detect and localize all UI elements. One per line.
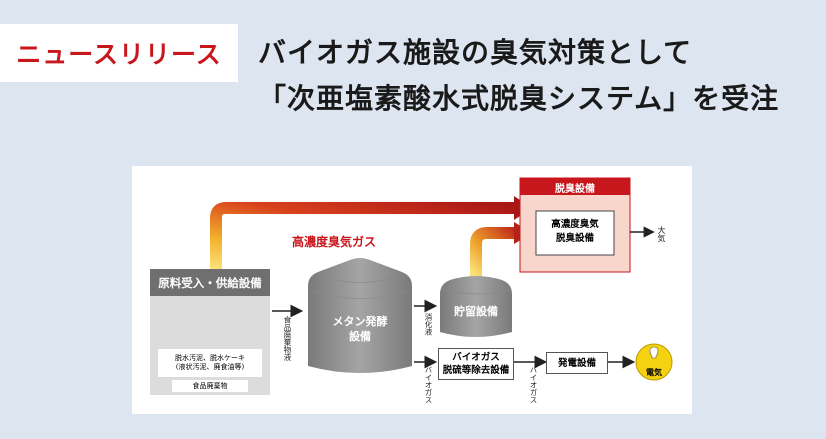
feed-facility: 原料受入・供給設備 脱水汚泥、脱水ケーキ (液状汚泥、廃食油等) 食品廃棄物 <box>150 269 270 395</box>
diagram-graphics <box>159 177 673 381</box>
deodor-unit-header <box>520 178 630 195</box>
atmosphere-label: 大気 <box>657 226 666 242</box>
biogas-flow-label-1: バイオガス <box>424 366 433 404</box>
digester-label: メタン発酵 設備 <box>320 314 400 344</box>
feed-note-line-2: (液状汚泥、廃食油等) <box>175 363 245 371</box>
storage-tank <box>440 276 512 337</box>
deodor-inner-line-1: 高濃度臭気 <box>551 219 599 230</box>
deodor-inner-label: 高濃度臭気 脱臭設備 <box>536 218 614 246</box>
desulf-line-1: バイオガス <box>452 352 500 363</box>
digester-label-line-1: メタン発酵 <box>332 315 388 328</box>
odor-gas-label: 高濃度臭気ガス <box>292 233 377 250</box>
power-label: 発電設備 <box>557 357 596 369</box>
electricity-bulb <box>635 343 673 381</box>
odor-pipe-main <box>210 202 517 269</box>
news-release-badge: ニュースリリース <box>0 24 238 82</box>
digestate-flow-label: 消化液 <box>424 313 433 336</box>
headline-line-2: 「次亜塩素酸水式脱臭システム」を受注 <box>258 82 780 115</box>
feed-facility-note: 脱水汚泥、脱水ケーキ (液状汚泥、廃食油等) <box>158 349 262 377</box>
headline-line-1: バイオガス施設の臭気対策として <box>258 36 693 69</box>
storage-label: 貯留設備 <box>454 305 498 318</box>
deodor-unit-title: 脱臭設備 <box>555 184 595 195</box>
digester-tank <box>308 258 412 373</box>
desulfurization-unit: バイオガス 脱硫等除去設備 <box>438 348 514 380</box>
feed-flow-label: 食品廃棄物液 <box>283 316 292 361</box>
desulf-line-2: 脱硫等除去設備 <box>442 365 510 376</box>
digester-label-line-2: 設備 <box>349 330 371 343</box>
feed-note-line-1: 脱水汚泥、脱水ケーキ <box>175 354 245 362</box>
headline: バイオガス施設の臭気対策として 「次亜塩素酸水式脱臭システム」を受注 <box>258 30 779 122</box>
feed-facility-title: 原料受入・供給設備 <box>150 269 270 296</box>
odor-pipe-storage <box>470 227 517 277</box>
deodor-inner-line-2: 脱臭設備 <box>555 233 594 244</box>
power-generation-unit: 発電設備 <box>546 352 608 374</box>
biogas-flow-label-2: バイオガス <box>529 366 538 404</box>
deodor-inner-box <box>535 210 615 256</box>
electricity-label: 電気 <box>646 368 662 377</box>
process-diagram: 原料受入・供給設備 脱水汚泥、脱水ケーキ (液状汚泥、廃食油等) 食品廃棄物 食… <box>132 166 692 414</box>
news-release-label: ニュースリリース <box>16 40 222 69</box>
light-bulb-icon <box>649 346 659 359</box>
feed-food-label: 食品廃棄物 <box>172 380 248 392</box>
